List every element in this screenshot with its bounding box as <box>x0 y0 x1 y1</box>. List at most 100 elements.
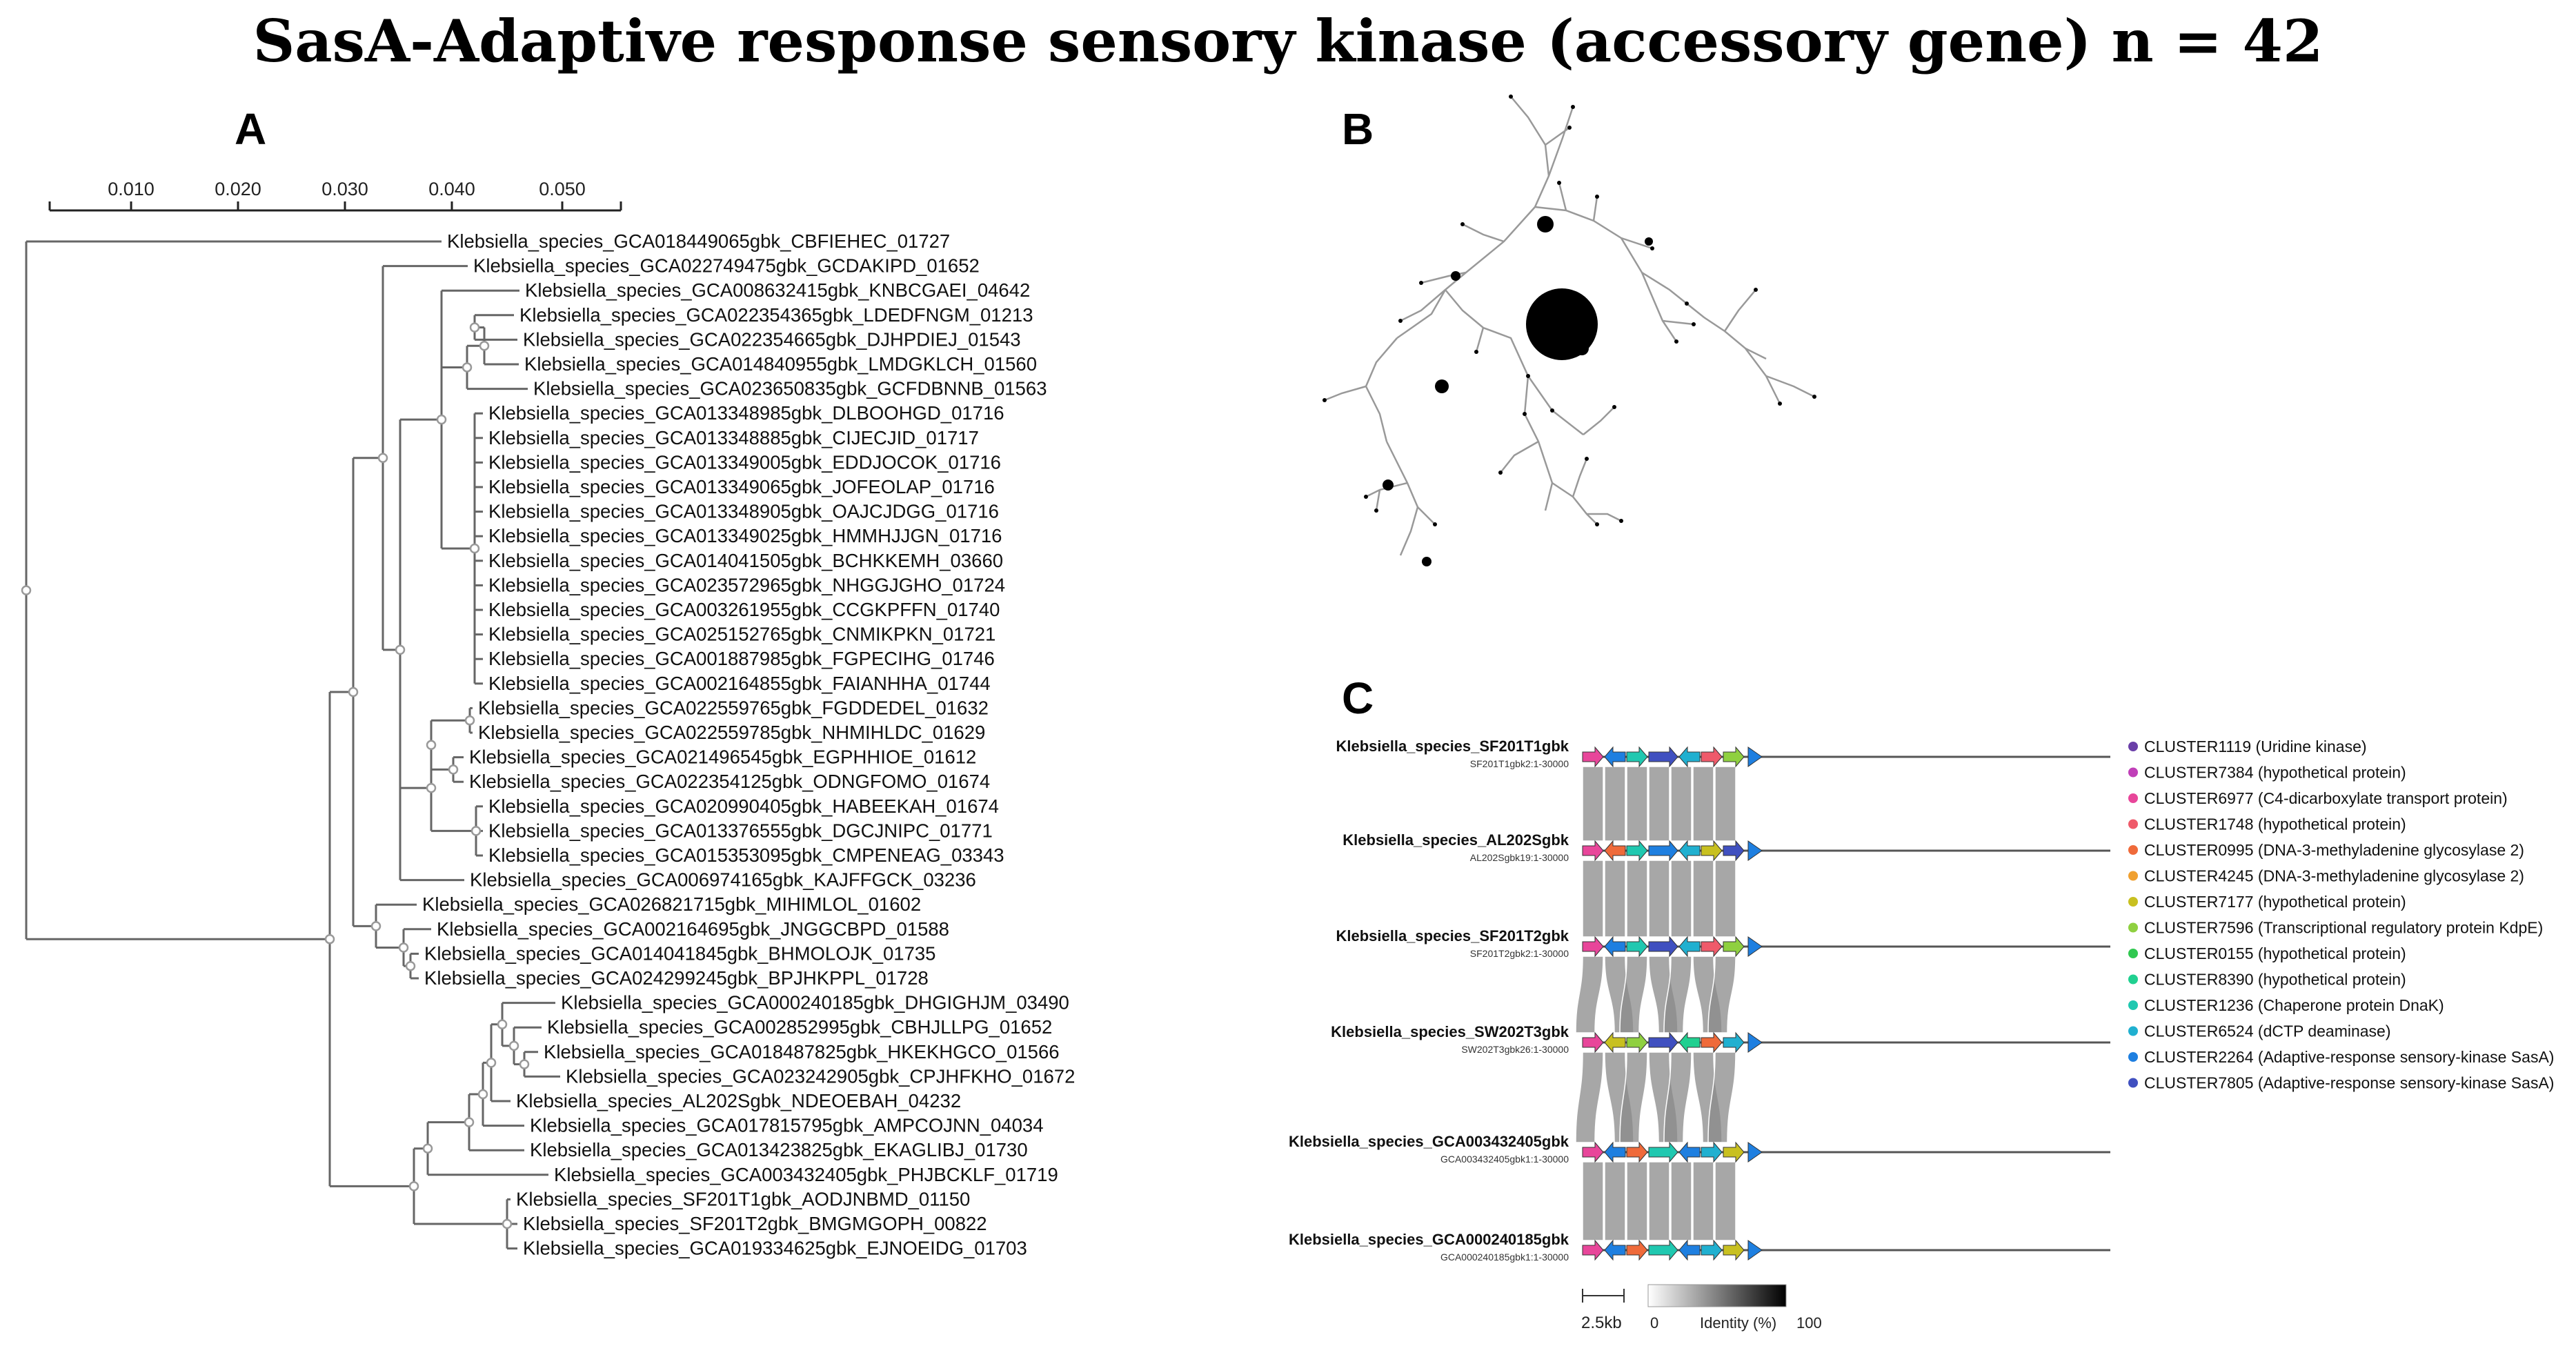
tree-node <box>464 1117 475 1127</box>
scale-tick-label: 0.010 <box>108 179 155 199</box>
legend-swatch <box>2128 897 2138 907</box>
tree-node <box>508 1040 519 1051</box>
panel-a-label: A <box>235 104 267 154</box>
tree-leaf-label: Klebsiella_species_GCA014041845gbk_BHMOL… <box>424 942 935 964</box>
network-node <box>1322 398 1327 402</box>
tree-node <box>436 414 447 425</box>
network-edge <box>1765 375 1815 398</box>
track-name: Klebsiella_species_SF201T1gbk <box>1336 738 1569 755</box>
legend-label: CLUSTER7805 (Adaptive-response sensory-k… <box>2144 1074 2554 1092</box>
network-node <box>1537 216 1554 233</box>
tree-leaf-label: Klebsiella_species_GCA002164855gbk_FAIAN… <box>488 673 991 694</box>
legend-label: CLUSTER6977 (C4-dicarboxylate transport … <box>2144 789 2508 807</box>
synteny-link <box>1604 766 1626 842</box>
tree-leaf-label: Klebsiella_species_GCA013349005gbk_EDDJO… <box>488 451 1001 473</box>
network-node <box>1364 495 1368 499</box>
tree-node <box>464 715 475 726</box>
tree-leaf-label: Klebsiella_species_GCA013423825gbk_EKAGL… <box>530 1139 1028 1160</box>
network-node <box>1435 379 1449 393</box>
gene-arrow <box>1604 1141 1626 1163</box>
network-node <box>1557 181 1561 185</box>
synteny-link <box>1663 1051 1692 1143</box>
network-node <box>1595 522 1599 526</box>
synteny-link <box>1582 766 1604 842</box>
network-edge <box>1324 385 1367 402</box>
track-name: Klebsiella_species_GCA000240185gbk <box>1289 1231 1569 1248</box>
gene-arrow <box>1678 1031 1701 1054</box>
scale-label: 2.5kb <box>1581 1314 1622 1332</box>
tree-leaf-label: Klebsiella_species_GCA013348885gbk_CIJEC… <box>488 427 979 448</box>
gene-arrow <box>1582 840 1604 862</box>
synteny-link <box>1648 766 1670 842</box>
gene-arrow <box>1678 936 1701 958</box>
gene-arrow <box>1604 1239 1626 1261</box>
gene-arrow <box>1626 840 1648 862</box>
gene-arrow <box>1678 840 1701 862</box>
tree-leaf-label: Klebsiella_species_GCA017815795gbk_AMPCO… <box>530 1115 1044 1136</box>
figure-title: SasA-Adaptive response sensory kinase (a… <box>252 7 2324 75</box>
network-edge <box>1420 271 1467 284</box>
identity-min-label: 0 <box>1650 1314 1658 1332</box>
tree-leaf-label: Klebsiella_species_GCA026821715gbk_MIHIM… <box>422 893 921 915</box>
tree-node <box>497 1019 508 1029</box>
gene-arrow <box>1723 1141 1745 1163</box>
tree-leaf-label: Klebsiella_species_GCA020990405gbk_HABEE… <box>488 795 999 817</box>
tree-leaf-label: Klebsiella_species_GCA023650835gbk_GCFDB… <box>533 378 1047 399</box>
tree-leaf-label: Klebsiella_species_GCA022749475gbk_GCDAK… <box>473 255 980 277</box>
network-edge <box>1572 458 1588 497</box>
tree-node <box>370 921 382 931</box>
network-node <box>1674 339 1678 344</box>
network-node <box>1460 222 1465 226</box>
synteny-link <box>1714 766 1736 842</box>
gene-arrow <box>1604 840 1626 862</box>
tree-leaf-label: Klebsiella_species_GCA002852995gbk_CBHJL… <box>547 1016 1052 1038</box>
network-edge <box>1510 96 1550 177</box>
gene-arrow <box>1747 746 1763 767</box>
network-node <box>1645 237 1653 246</box>
synteny-link <box>1692 860 1714 938</box>
tree-leaf-label: Klebsiella_species_GCA001887985gbk_FGPEC… <box>488 648 995 669</box>
gene-arrow <box>1582 1031 1604 1054</box>
gene-arrow <box>1582 1239 1604 1261</box>
tree-node <box>426 740 437 751</box>
tree-leaf-label: Klebsiella_species_GCA013348905gbk_OAJCJ… <box>488 501 999 522</box>
identity-max-label: 100 <box>1796 1314 1822 1332</box>
network-node <box>1451 271 1460 281</box>
legend-label: CLUSTER4245 (DNA-3-methyladenine glycosy… <box>2144 867 2524 885</box>
tree-leaf-label: Klebsiella_species_GCA022559785gbk_NHMIH… <box>478 722 985 743</box>
synteny-link <box>1714 1161 1736 1241</box>
gene-arrow <box>1648 1031 1678 1054</box>
gene-arrow <box>1747 840 1763 861</box>
tree-leaf-label: Klebsiella_species_GCA002164695gbk_JNGGC… <box>437 918 949 940</box>
panel-b-label: B <box>1342 104 1374 154</box>
gene-arrow <box>1747 936 1763 957</box>
network-edge <box>1587 513 1622 522</box>
identity-label: Identity (%) <box>1700 1314 1776 1332</box>
legend-label: CLUSTER8390 (hypothetical protein) <box>2144 971 2406 989</box>
track-name: Klebsiella_species_SW202T3gbk <box>1331 1023 1569 1040</box>
network-edge <box>1365 337 1398 442</box>
gene-arrow <box>1701 840 1723 862</box>
gene-arrow <box>1648 746 1678 768</box>
tree-node <box>426 782 437 793</box>
synteny-link <box>1648 1161 1670 1241</box>
tree-leaf-label: Klebsiella_species_GCA023572965gbk_NHGGJ… <box>488 574 1005 595</box>
network-node <box>1526 288 1598 360</box>
network-node <box>1550 408 1554 413</box>
tree-node <box>470 826 482 836</box>
tree-leaf-label: Klebsiella_species_GCA022354665gbk_DJHPD… <box>523 328 1021 350</box>
network-node <box>1474 350 1478 354</box>
gene-arrow <box>1626 936 1648 958</box>
scale-bar <box>48 201 622 212</box>
legend-swatch <box>2128 793 2138 803</box>
tree-node <box>462 362 473 373</box>
legend-label: CLUSTER2264 (Adaptive-response sensory-k… <box>2144 1048 2554 1066</box>
network-node <box>1619 519 1623 523</box>
scale-tick-label: 0.020 <box>215 179 261 199</box>
gene-arrow <box>1747 1240 1763 1260</box>
network-node <box>1812 395 1816 399</box>
network-node <box>1585 457 1589 461</box>
synteny-link <box>1626 860 1648 938</box>
gene-arrow <box>1582 746 1604 768</box>
